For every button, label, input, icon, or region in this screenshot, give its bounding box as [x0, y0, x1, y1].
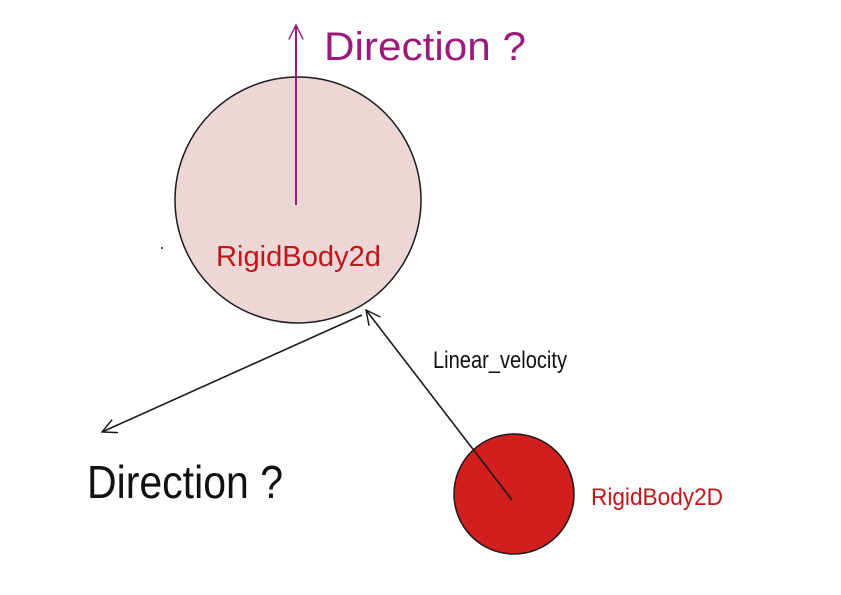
big-body-label: RigidBody2d: [216, 241, 381, 273]
linear-velocity-arrow: [365, 308, 513, 501]
small-body-label: RigidBody2D: [591, 484, 723, 511]
stray-dot: [161, 247, 163, 249]
top-direction-label: Direction ?: [324, 25, 526, 69]
left-direction-label: Direction ?: [87, 456, 283, 508]
velocity-label: Linear_velocity: [433, 347, 567, 374]
left-direction-arrow: [100, 314, 363, 434]
big-rigidbody-circle: [174, 76, 422, 324]
small-rigidbody-circle: [453, 433, 575, 555]
